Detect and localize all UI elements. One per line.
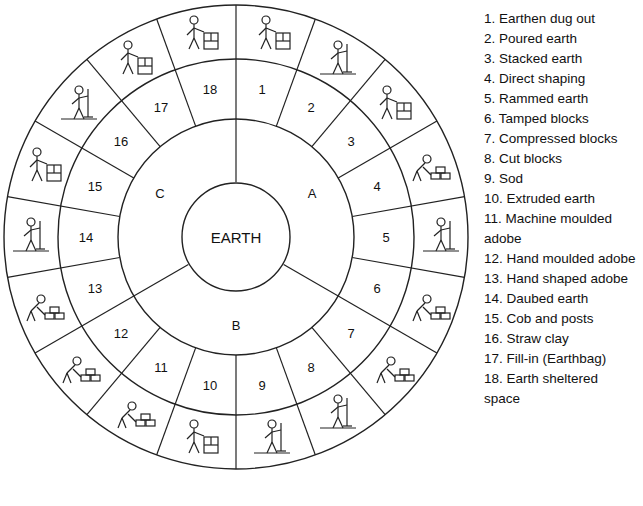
illustration <box>413 155 450 181</box>
centre-circle: EARTH <box>181 182 291 292</box>
group-letter: A <box>308 187 317 200</box>
group-divider <box>134 265 189 297</box>
divider <box>235 355 236 469</box>
list-item: 5. Rammed earth <box>484 89 636 109</box>
divider <box>235 5 236 119</box>
divider <box>8 197 120 217</box>
callout-number: 15 <box>88 180 102 193</box>
list-item: 6. Tamped blocks <box>484 109 636 129</box>
group-letter: B <box>232 319 241 332</box>
illustration <box>413 295 450 321</box>
callout-number: 10 <box>203 379 217 392</box>
list-item: 1. Earthen dug out <box>484 9 636 29</box>
divider <box>352 197 464 217</box>
divider <box>312 327 385 414</box>
callout-number: 2 <box>307 101 314 114</box>
illustration <box>121 41 152 74</box>
circle-outline <box>182 183 290 291</box>
technique-illustrations <box>13 16 459 453</box>
group-divider <box>284 265 339 297</box>
callout-number: 13 <box>88 282 102 295</box>
illustration <box>63 357 100 383</box>
callout-number: 3 <box>347 135 354 148</box>
illustration <box>13 218 49 251</box>
list-item: 4. Direct shaping <box>484 69 636 89</box>
list-item: 16. Straw clay <box>484 329 636 349</box>
technique-list: 1. Earthen dug out2. Poured earth3. Stac… <box>484 9 636 409</box>
sector-dividers <box>8 5 465 469</box>
callout-number: 14 <box>79 231 93 244</box>
illustration <box>61 86 97 119</box>
illustration <box>380 86 411 119</box>
divider <box>276 348 315 455</box>
illustration <box>118 402 155 428</box>
callout-number: 16 <box>114 135 128 148</box>
illustration <box>187 16 218 49</box>
callout-number: 18 <box>203 83 217 96</box>
illustration <box>423 218 459 251</box>
illustration <box>377 357 414 383</box>
list-item: 8. Cut blocks <box>484 149 636 169</box>
divider <box>87 327 160 414</box>
illustration <box>320 395 356 428</box>
callout-number: 1 <box>258 83 265 96</box>
divider <box>352 257 464 277</box>
list-item: 14. Daubed earth <box>484 289 636 309</box>
callout-number: 17 <box>154 101 168 114</box>
callout-number: 7 <box>347 327 354 340</box>
list-item: 2. Poured earth <box>484 29 636 49</box>
callout-number: 12 <box>114 327 128 340</box>
list-item: 7. Compressed blocks <box>484 129 636 149</box>
callout-number: 6 <box>373 282 380 295</box>
list-item: 18. Earth sheltered space <box>484 369 636 409</box>
callout-number: 5 <box>382 231 389 244</box>
list-item: 3. Stacked earth <box>484 49 636 69</box>
divider <box>276 19 315 126</box>
divider <box>338 296 437 353</box>
divider <box>35 296 134 353</box>
list-item: 12. Hand moulded adobe <box>484 249 636 269</box>
callout-number: 9 <box>258 379 265 392</box>
illustration <box>30 148 61 181</box>
list-item: 17. Fill-in (Earthbag) <box>484 349 636 369</box>
callout-number: 11 <box>154 361 168 374</box>
illustration <box>27 295 64 321</box>
illustration <box>254 420 290 453</box>
list-item: 13. Hand shaped adobe <box>484 269 636 289</box>
group-divider <box>235 119 236 182</box>
list-item: 11. Machine moulded adobe <box>484 209 636 249</box>
divider <box>338 121 437 178</box>
illustration <box>187 420 218 453</box>
illustration <box>259 16 290 49</box>
divider <box>8 257 120 277</box>
group-letter: C <box>155 187 164 200</box>
illustration <box>320 41 356 74</box>
list-item: 9. Sod <box>484 169 636 189</box>
list-item: 10. Extruded earth <box>484 189 636 209</box>
list-item: 15. Cob and posts <box>484 309 636 329</box>
centre-label: EARTH <box>211 229 262 246</box>
callout-number: 4 <box>373 180 380 193</box>
number-ring-inner <box>118 119 354 355</box>
outer-ring <box>4 5 468 469</box>
callout-number: 8 <box>307 361 314 374</box>
divider <box>35 121 134 178</box>
